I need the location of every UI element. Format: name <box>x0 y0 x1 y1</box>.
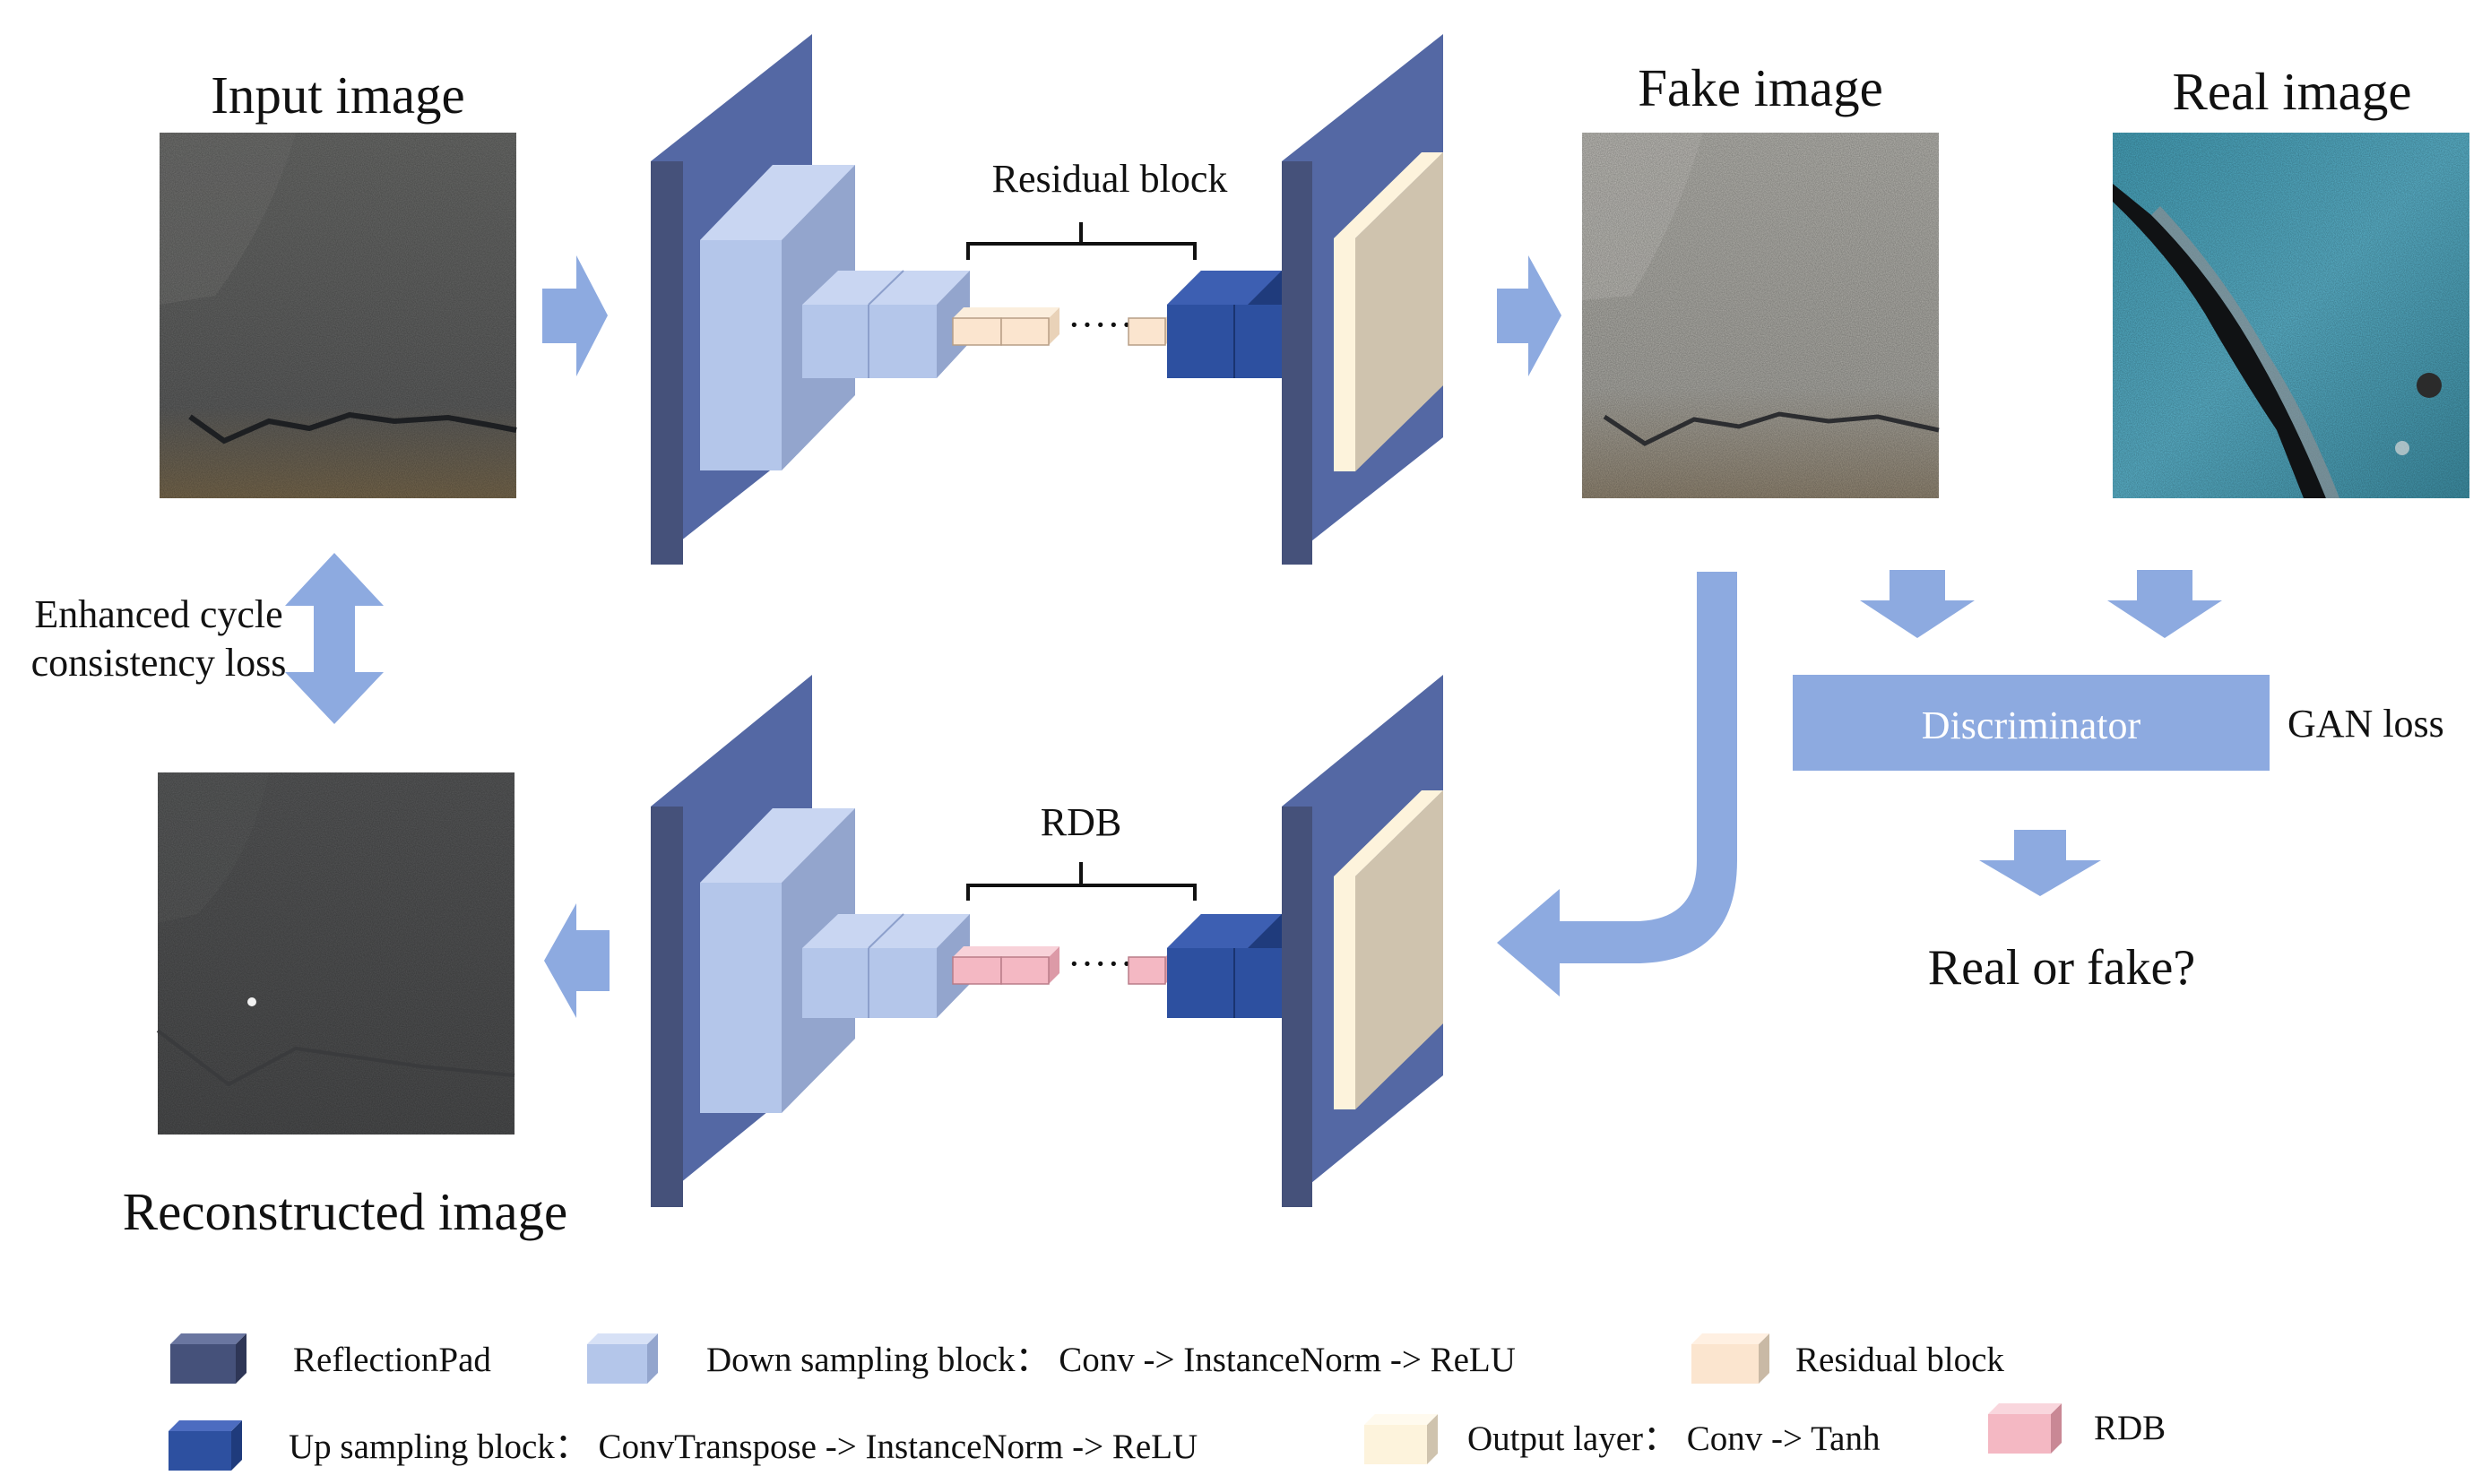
residual-blocks-top: ······ <box>952 303 1176 347</box>
output-layer-bottom <box>1334 790 1443 1109</box>
arrow-real-to-discriminator <box>2107 570 2222 638</box>
legend-swatch-rdb <box>1988 1403 2062 1454</box>
real-image-label: Real image <box>2172 62 2411 121</box>
discriminator-label: Discriminator <box>1922 703 2141 747</box>
rdb-label: RDB <box>1041 800 1121 844</box>
gan-loss-label: GAN loss <box>2287 702 2444 746</box>
residual-block-label: Residual block <box>992 157 1228 201</box>
reconstructed-image <box>156 772 515 1135</box>
down-sampling-block-small-top <box>802 270 970 378</box>
legend: ReflectionPad Down sampling block： Conv … <box>169 1333 2166 1471</box>
up-sampling-block-top <box>1167 271 1282 378</box>
legend-swatch-down-sampling <box>587 1333 658 1384</box>
arrow-fake-to-discriminator <box>1860 570 1975 638</box>
generator-top: ······ Residual block <box>651 34 1443 565</box>
legend-swatch-output-layer <box>1364 1414 1438 1464</box>
down-sampling-block-large-top <box>700 165 855 470</box>
legend-text-output-layer: Output layer： Conv -> Tanh <box>1467 1419 1880 1458</box>
input-image <box>160 133 517 498</box>
output-layer-top <box>1334 152 1443 471</box>
cycle-loss-label-line1: Enhanced cycle <box>34 592 282 636</box>
legend-text-down-sampling: Down sampling block： Conv -> InstanceNor… <box>706 1341 1516 1379</box>
rdb-blocks-bottom: ······ <box>952 942 1176 986</box>
real-or-fake-question: Real or fake? <box>1928 940 2195 996</box>
residual-bracket <box>966 222 1197 260</box>
legend-text-rdb: RDB <box>2094 1409 2166 1447</box>
legend-swatch-reflection-pad <box>170 1333 246 1384</box>
legend-swatch-up-sampling <box>169 1420 242 1471</box>
generator-bottom: ······ RDB <box>651 675 1443 1207</box>
reconstructed-image-label: Reconstructed image <box>123 1182 567 1241</box>
arrow-discriminator-to-question <box>1979 830 2101 896</box>
legend-text-up-sampling: Up sampling block： ConvTranspose -> Inst… <box>289 1428 1198 1466</box>
input-image-label: Input image <box>211 65 464 125</box>
fake-image <box>1582 133 1940 498</box>
up-sampling-block-bottom <box>1167 914 1282 1018</box>
arrow-generator-to-fake <box>1497 255 1561 376</box>
real-image <box>2113 133 2469 498</box>
discriminator-box <box>1793 675 2270 771</box>
cycle-loss-label-line2: consistency loss <box>31 641 287 685</box>
arrow-input-to-generator <box>542 255 608 376</box>
down-sampling-block-large-bottom <box>700 808 855 1113</box>
arrow-generator-to-reconstructed <box>544 903 610 1018</box>
flow-arrows <box>285 255 2222 1018</box>
cycle-loss-double-arrow <box>285 553 384 724</box>
down-sampling-block-small-bottom <box>802 913 970 1018</box>
curved-arrow-fake-to-second-generator <box>1497 572 1737 997</box>
legend-swatch-residual <box>1691 1333 1769 1384</box>
fake-image-label: Fake image <box>1638 58 1883 117</box>
rdb-bracket <box>966 862 1197 901</box>
legend-text-reflection-pad: ReflectionPad <box>293 1341 491 1379</box>
legend-text-residual: Residual block <box>1795 1341 2004 1379</box>
